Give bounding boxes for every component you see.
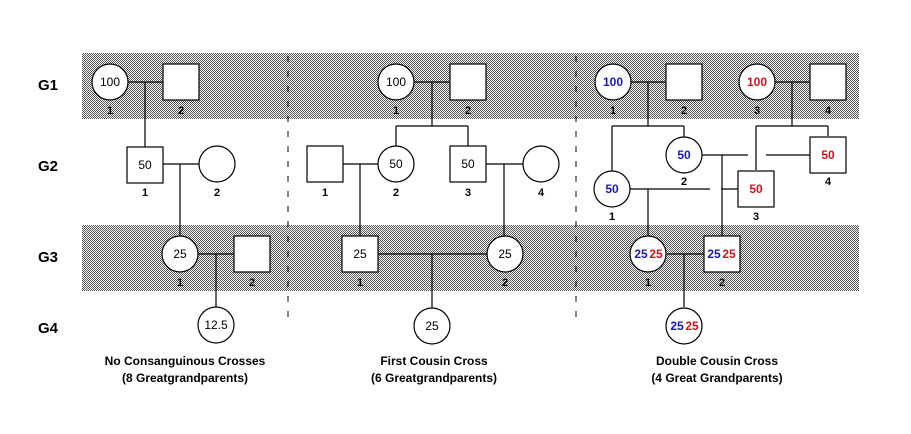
panel-a-g1-2-number: 2 (178, 105, 184, 117)
panel-c-g1-2-number: 2 (681, 105, 687, 117)
panel-c-caption-line1: Double Cousin Cross (656, 354, 778, 368)
panel-b-g1-1-value: 100 (386, 75, 406, 89)
panel-c-g2-male-4 (809, 136, 847, 174)
panel-b-g2-1-number: 1 (322, 187, 328, 199)
panel-a-g1-1-number: 1 (107, 105, 113, 117)
panel-a-g3-1-number: 1 (177, 277, 183, 289)
panel-c-g2-male-3 (737, 170, 775, 208)
panel-b-g1-female-1 (377, 63, 415, 101)
panel-b-g1-male-2 (449, 63, 487, 101)
panel-c-g2-2-number: 2 (681, 176, 687, 188)
panel-a-g3-2-number: 2 (249, 277, 255, 289)
panel-b-caption-line2: (6 Greatgrandparents) (371, 371, 497, 385)
panel-b-g3-1-value: 25 (353, 247, 367, 261)
panel-c-g2-female-2 (665, 136, 703, 174)
panel-c-g3-2-value-a: 25 (707, 247, 721, 261)
panel-c-g3-female-1 (629, 235, 667, 273)
panel-b-g3-male-1 (341, 235, 379, 273)
panel-b-g2-3-number: 3 (465, 187, 471, 199)
generation-label-g1: G1 (38, 77, 58, 94)
panel-a-g2-2-number: 2 (214, 187, 220, 199)
panel-b-g2-4-number: 4 (538, 187, 545, 199)
generation-label-g2: G2 (38, 158, 58, 175)
panel-b-g1-1-number: 1 (393, 105, 399, 117)
panel-c-g4-child (665, 307, 703, 345)
panel-c-g3-1-value-a: 25 (634, 247, 648, 261)
panel-b-g1-2-number: 2 (465, 105, 471, 117)
panel-b-g2-male-1 (306, 145, 344, 183)
panel-c-g2-1-value: 50 (605, 182, 619, 196)
panel-c-caption-line2: (4 Great Grandparents) (651, 371, 782, 385)
panel-b-g4-child (413, 307, 451, 345)
panel-c-g3-1-number: 1 (645, 277, 651, 289)
panel-a-caption-line1: No Consanguinous Crosses (105, 354, 266, 368)
panel-c-g2-1-number: 1 (609, 211, 615, 223)
panel-c-g2-4-value: 50 (821, 148, 835, 162)
panel-c-g2-female-1 (593, 170, 631, 208)
panel-c-g1-female-3 (738, 63, 776, 101)
panel-b-g3-2-value: 25 (498, 247, 512, 261)
panel-a-g3-male-2 (233, 235, 271, 273)
panel-c-g4-value-b: 25 (685, 319, 699, 333)
panel-c-g1-3-number: 3 (754, 105, 760, 117)
panel-c-g1-1-value: 100 (603, 75, 623, 89)
panel-b-g3-2-number: 2 (502, 277, 508, 289)
panel-c-g1-male-2 (665, 63, 703, 101)
panel-b-g3-female-2 (486, 235, 524, 273)
panel-c-g1-male-4 (809, 63, 847, 101)
panel-a-g1-1-value: 100 (100, 75, 120, 89)
panel-c-g4-value-a: 25 (670, 319, 684, 333)
panel-a-g3-female-1 (161, 235, 199, 273)
panel-a-g2-male-1 (126, 146, 164, 184)
generation-label-g4: G4 (38, 320, 59, 337)
panel-a-g1-male-2 (162, 63, 200, 101)
generation-label-g3: G3 (38, 249, 58, 266)
panel-a-g2-1-number: 1 (142, 187, 148, 199)
g3-band (82, 225, 859, 291)
panel-c-g2-4-number: 4 (825, 176, 832, 188)
panel-b-g3-1-number: 1 (357, 277, 363, 289)
panel-b-g2-2-number: 2 (393, 187, 399, 199)
panel-c-g2-3-number: 3 (753, 211, 759, 223)
panel-c-g3-1-value-b: 25 (649, 247, 663, 261)
panel-a-g2-female-2 (198, 145, 236, 183)
panel-a-g4-child (197, 306, 235, 344)
panel-c-g1-1-number: 1 (610, 105, 616, 117)
panel-b-g2-3-value: 50 (461, 157, 475, 171)
panel-a-g1-female-1 (91, 63, 129, 101)
panel-a-g3-1-value: 25 (173, 247, 187, 261)
panel-b-g2-male-3 (449, 145, 487, 183)
panel-c-g3-2-value-b: 25 (722, 247, 736, 261)
panel-c-g3-male-2 (703, 235, 741, 273)
panel-b-g2-female-4 (522, 145, 560, 183)
panel-c-g1-3-value: 100 (747, 75, 767, 89)
panel-a-g2-1-value: 50 (138, 158, 152, 172)
panel-c-g2-3-value: 50 (749, 182, 763, 196)
panel-c-g2-2-value: 50 (677, 148, 691, 162)
panel-b-g4-value: 25 (425, 319, 439, 333)
panel-b-g2-female-2 (377, 145, 415, 183)
panel-a-g4-value: 12.5 (204, 318, 228, 332)
panel-c-g1-4-number: 4 (825, 105, 832, 117)
panel-a-caption-line2: (8 Greatgrandparents) (122, 371, 248, 385)
panel-c-g3-2-number: 2 (719, 277, 725, 289)
panel-b-caption-line1: First Cousin Cross (380, 354, 488, 368)
panel-b-g2-2-value: 50 (389, 157, 403, 171)
panel-c-g1-female-1 (594, 63, 632, 101)
